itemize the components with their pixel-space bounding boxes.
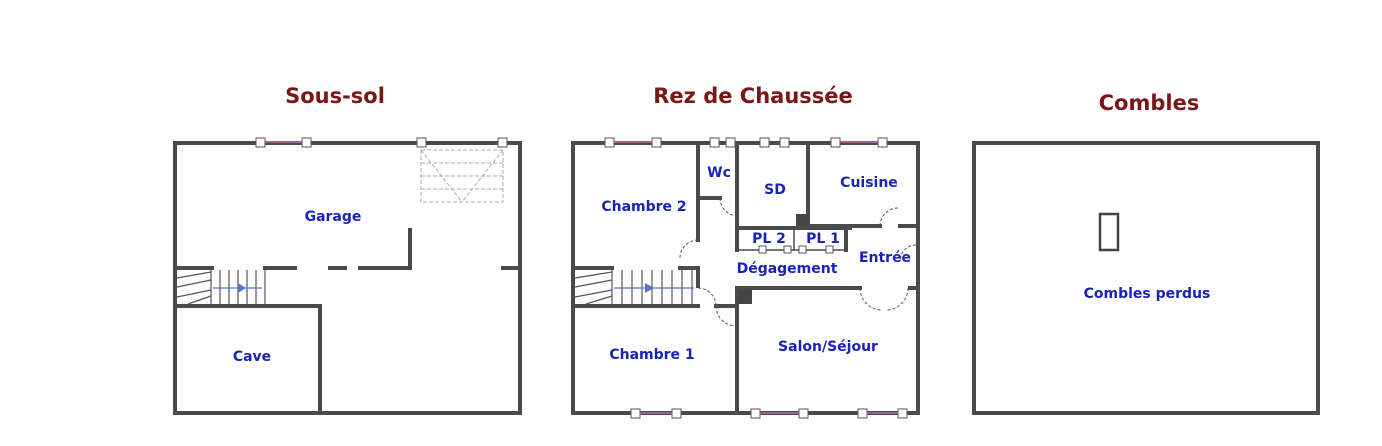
post [416,137,427,148]
room-label-pl1: PL 1 [806,231,840,247]
staircase [176,270,266,305]
door-salon-right [885,287,909,311]
door-chambre2 [679,239,699,259]
room-label-degagement: Dégagement [737,261,838,277]
room-label-combles-perdus: Combles perdus [1084,286,1211,302]
outer-wall-sous-sol [173,141,522,415]
room-label-entree: Entrée [859,250,911,266]
door-stair [697,287,717,307]
room-label-sd: SD [764,182,786,198]
level-rdc: Rez de Chaussée [571,84,920,419]
room-label-cave: Cave [233,349,271,365]
room-label-wc: Wc [707,165,731,181]
window [759,137,790,148]
arrow-icon [645,283,654,293]
window [709,137,736,148]
staircase-ghost [420,149,504,203]
room-label-chambre-1: Chambre 1 [609,347,694,363]
level-combles: Combles Combles perdus [972,91,1320,415]
pillar [796,214,808,226]
level-title-rdc: Rez de Chaussée [653,84,853,108]
level-sous-sol: Sous-sol [173,84,522,415]
window [630,408,682,419]
window [604,137,662,148]
door-entree [899,244,917,262]
room-label-pl2: PL 2 [752,231,786,247]
room-label-cuisine: Cuisine [840,175,898,191]
room-label-chambre-2: Chambre 2 [601,199,686,215]
window-placard [758,245,834,254]
door-cuisine [879,207,899,227]
door-chambre1 [715,305,737,327]
post [497,137,508,148]
room-label-salon: Salon/Séjour [778,339,878,355]
arrow-icon [238,283,246,293]
window [830,137,888,148]
window [857,408,908,419]
hatch [1098,212,1120,252]
staircase [574,270,694,305]
level-title-sous-sol: Sous-sol [285,84,385,108]
door-wc [719,197,739,217]
door-salon-left [859,287,883,311]
window [255,137,312,148]
window [750,408,809,419]
outer-wall-combles [972,141,1320,415]
pillar [738,290,752,304]
room-label-garage: Garage [305,209,362,225]
outer-wall-rdc [571,141,920,415]
level-title-combles: Combles [1099,91,1200,115]
